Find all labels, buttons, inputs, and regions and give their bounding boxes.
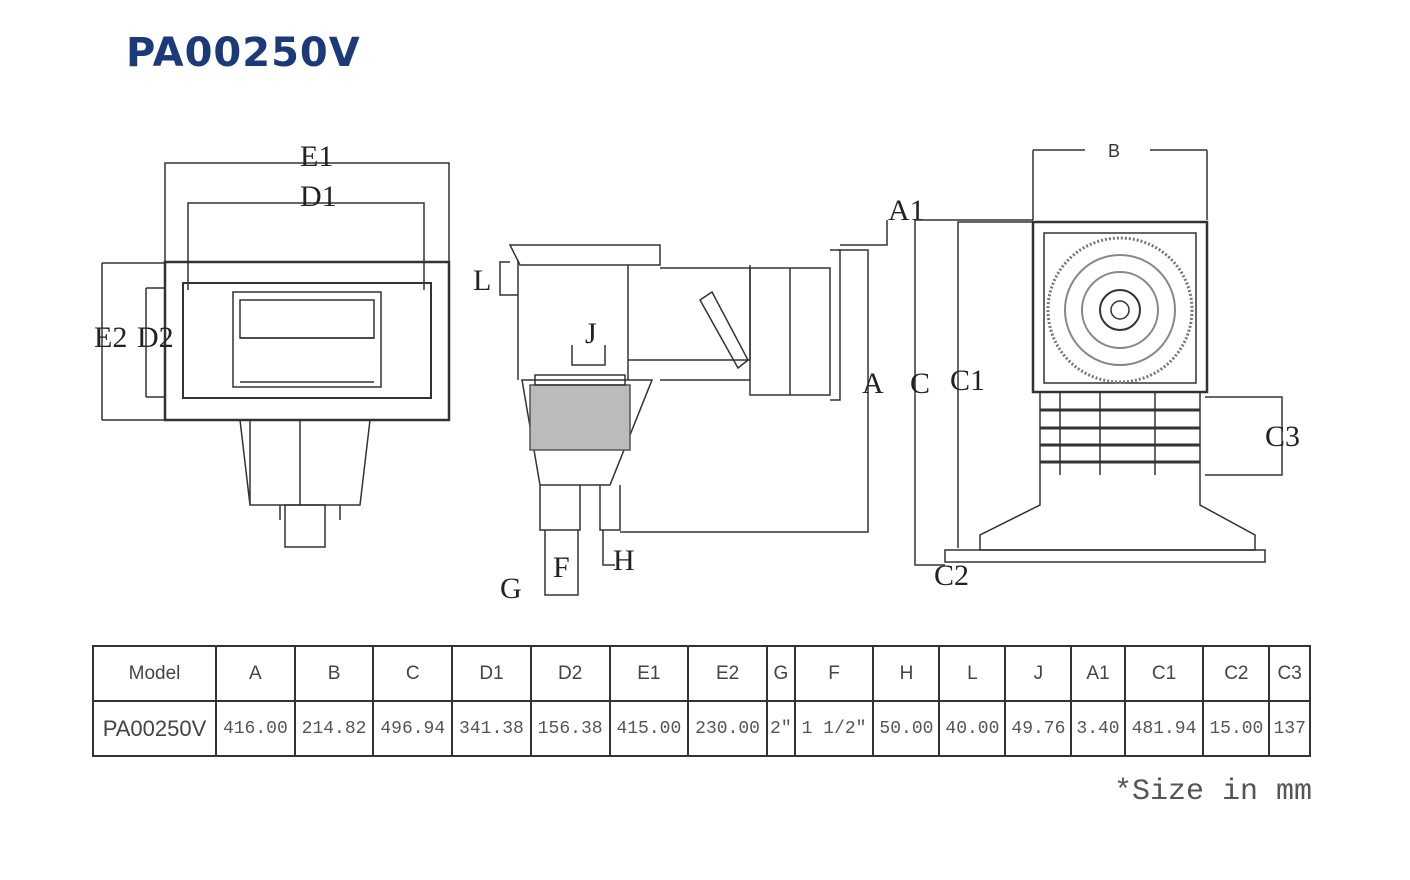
cell: 2" <box>765 700 796 757</box>
label-d1: D1 <box>300 180 337 213</box>
table-header-row: Model A B C D1 D2 E1 E2 G F H L J A1 C1 … <box>92 645 1311 702</box>
cell: 3.40 <box>1070 700 1126 757</box>
cell: 137 <box>1268 700 1311 757</box>
front-view: E1 D1 E2 D2 <box>94 140 451 548</box>
technical-drawing: E1 D1 E2 D2 L J A1 A F G H <box>94 140 1300 605</box>
side-view: L J A1 A F G H <box>473 194 925 605</box>
header-cell: L <box>938 645 1007 702</box>
cell: 341.38 <box>451 700 532 757</box>
label-c: C <box>910 367 930 400</box>
table-row: PA00250V 416.00 214.82 496.94 341.38 156… <box>92 700 1311 757</box>
header-cell: C1 <box>1123 645 1205 702</box>
cell: 214.82 <box>293 700 375 757</box>
header-cell: C <box>372 645 454 702</box>
header-cell: Model <box>92 645 217 702</box>
header-cell: C2 <box>1202 645 1271 702</box>
cell: 416.00 <box>215 700 296 757</box>
label-d2: D2 <box>137 321 174 354</box>
header-cell: D2 <box>529 645 611 702</box>
label-c1: C1 <box>950 364 985 397</box>
cell: 50.00 <box>872 700 941 757</box>
label-c2: C2 <box>934 559 969 592</box>
label-a: A <box>862 367 884 400</box>
header-cell: D1 <box>451 645 532 702</box>
label-h: H <box>613 544 635 577</box>
cell: 415.00 <box>608 700 690 757</box>
cell: 481.94 <box>1123 700 1205 757</box>
dimensions-table: Model A B C D1 D2 E1 E2 G F H L J A1 C1 … <box>92 645 1311 757</box>
header-cell: B <box>293 645 375 702</box>
header-cell: H <box>872 645 941 702</box>
header-cell: J <box>1004 645 1073 702</box>
label-c3: C3 <box>1265 420 1300 453</box>
label-e2: E2 <box>94 321 127 354</box>
label-j: J <box>585 317 597 350</box>
cell: 15.00 <box>1202 700 1271 757</box>
cell: 1 1/2" <box>793 700 875 757</box>
label-a1: A1 <box>888 194 925 227</box>
header-cell: A <box>215 645 296 702</box>
cell: 230.00 <box>687 700 768 757</box>
label-b: B <box>1108 141 1120 161</box>
cell: 496.94 <box>372 700 454 757</box>
cell: 40.00 <box>938 700 1007 757</box>
header-cell: A1 <box>1070 645 1126 702</box>
label-e1: E1 <box>300 140 333 173</box>
header-cell: G <box>765 645 796 702</box>
header-cell: E1 <box>608 645 690 702</box>
units-note: *Size in mm <box>1113 775 1312 809</box>
rear-view: B C C1 C2 C3 <box>910 141 1300 592</box>
cell-model: PA00250V <box>92 700 217 757</box>
cell: 156.38 <box>529 700 611 757</box>
header-cell: E2 <box>687 645 768 702</box>
header-cell: F <box>793 645 875 702</box>
header-cell: C3 <box>1268 645 1311 702</box>
label-g: G <box>500 572 522 605</box>
cell: 49.76 <box>1004 700 1073 757</box>
label-l: L <box>473 264 491 297</box>
model-title: PA00250V <box>126 30 361 76</box>
label-f: F <box>553 551 570 584</box>
